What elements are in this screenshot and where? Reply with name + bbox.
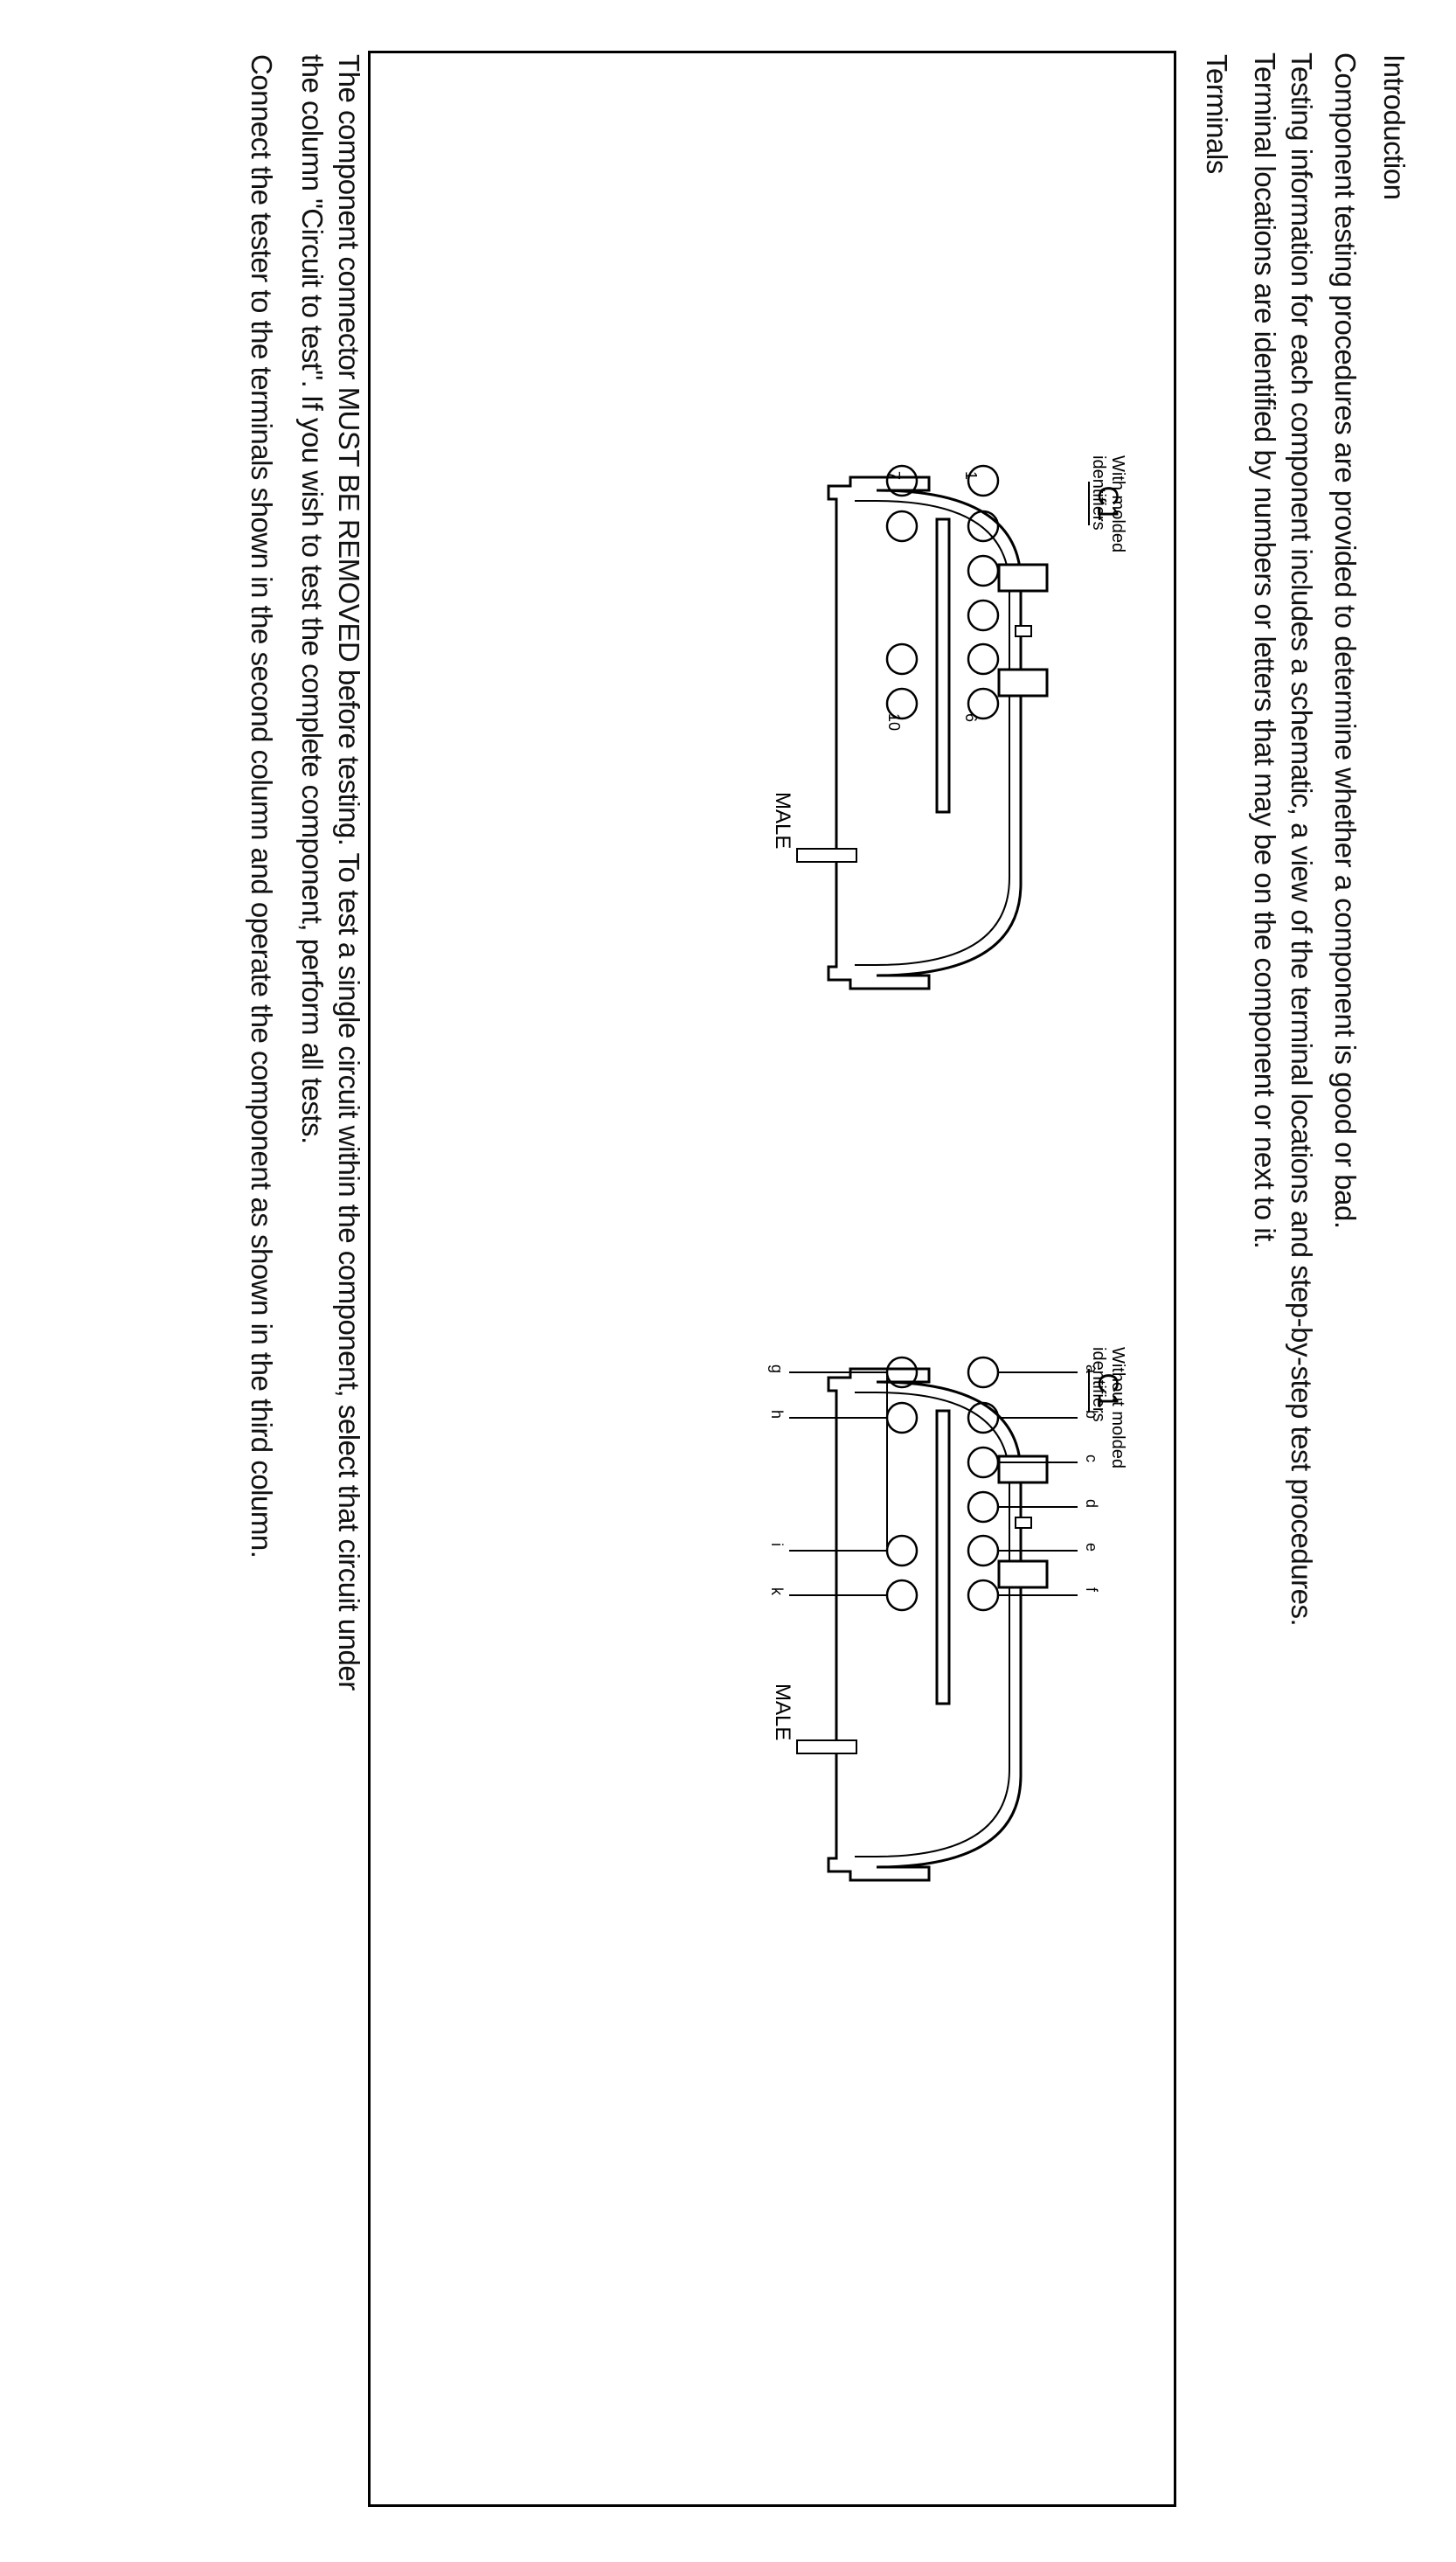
pin-letter-label: c (1083, 1455, 1100, 1462)
pin-letter-label: g (768, 1364, 786, 1373)
intro-paragraph-line: Component testing procedures are provide… (1329, 52, 1362, 1229)
connector-gender-label: MALE (771, 792, 794, 849)
pin (967, 464, 1000, 497)
pin-number-label: 6 (962, 713, 980, 722)
pin-row-top (967, 1356, 1000, 1612)
pin-letter-label: a (1083, 1364, 1100, 1374)
pin-number-label: 7 (885, 471, 903, 480)
pin (885, 464, 919, 497)
instruction-paragraph-line: the column "Circuit to test". If you wis… (296, 54, 329, 1144)
pin (967, 1356, 1000, 1389)
section-heading-terminals: Terminals (1201, 54, 1233, 174)
pin (885, 642, 919, 676)
lock-tab (997, 668, 1049, 698)
connector-without-molded-identifiers: C1 (768, 1347, 1127, 1882)
key-notch (796, 1739, 857, 1754)
connector-caption: identifiers (1089, 455, 1108, 531)
pin-letter-label: k (768, 1587, 786, 1596)
pin-letter-label: d (1083, 1499, 1100, 1508)
pin (967, 510, 1000, 543)
pin-letter-label: i (768, 1543, 786, 1546)
pin-row-divider (935, 1409, 951, 1705)
pin-letter-label: h (768, 1410, 786, 1419)
connector-housing (827, 476, 1023, 990)
connector-housing-inner (855, 1392, 1010, 1857)
pin-leader-lines (885, 1371, 1078, 1596)
connector-caption: With molded (1108, 455, 1127, 552)
connector-caption: Without molded (1108, 1347, 1127, 1468)
pin (885, 510, 919, 543)
connector-id-label: C1 (1092, 486, 1124, 522)
pin-leader-lines (789, 1371, 887, 1596)
pin (967, 1446, 1000, 1479)
pin (967, 554, 1000, 587)
pin (967, 642, 1000, 676)
terminal-diagram-frame: C1 (368, 51, 1176, 2507)
intro-paragraph-line: Terminal locations are identified by num… (1249, 52, 1281, 1249)
key-notch (1015, 625, 1032, 637)
instruction-paragraph-line: Connect the tester to the terminals show… (246, 54, 278, 1559)
connector-id-label: C1 (1092, 1373, 1124, 1409)
pin-row-bottom (885, 464, 919, 720)
pin-letter-label: f (1083, 1587, 1100, 1593)
instruction-paragraph-line: The component connector MUST BE REMOVED … (333, 54, 365, 1691)
pin-number-label: 1 (962, 471, 980, 480)
pin-row-bottom (885, 1356, 919, 1612)
lock-tab (997, 563, 1049, 593)
pin-row-top (967, 464, 1000, 720)
pin (967, 1534, 1000, 1567)
intro-paragraph-line: Testing information for each component i… (1286, 52, 1318, 1627)
connector-with-molded-identifiers: C1 (771, 455, 1127, 990)
pin (885, 1534, 919, 1567)
connector-housing (827, 1367, 1023, 1882)
pin (967, 1579, 1000, 1612)
pin (967, 599, 1000, 632)
pin (885, 1579, 919, 1612)
connector-caption: identifiers (1089, 1347, 1108, 1422)
pin-row-divider (935, 517, 951, 814)
lock-tab (997, 1559, 1049, 1589)
connector-housing-inner (855, 500, 1010, 966)
lock-tab (997, 1455, 1049, 1484)
pin-letter-label: b (1083, 1410, 1100, 1419)
pin (967, 1490, 1000, 1524)
pin (967, 1401, 1000, 1434)
key-notch (796, 848, 857, 863)
connector-diagram: C1 (768, 455, 1127, 1882)
pin-number-label: 10 (885, 713, 903, 731)
pin (967, 687, 1000, 720)
connector-gender-label: MALE (771, 1684, 794, 1740)
section-heading-introduction: Introduction (1378, 54, 1411, 200)
pin (885, 687, 919, 720)
key-notch (1015, 1517, 1032, 1529)
pin-letter-label: e (1083, 1543, 1100, 1552)
pin (885, 1401, 919, 1434)
